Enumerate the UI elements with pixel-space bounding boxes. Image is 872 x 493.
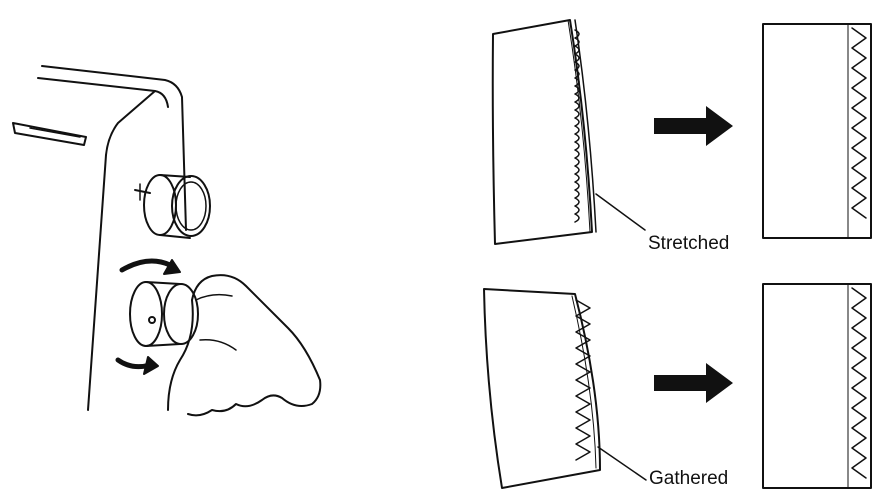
machine-frame-inner bbox=[38, 78, 168, 107]
gathered-seam-before bbox=[484, 289, 600, 488]
stretched-callout-line bbox=[596, 194, 645, 230]
stretched-label: Stretched bbox=[648, 233, 729, 254]
machine-frame bbox=[42, 66, 186, 230]
gathered-callout-line bbox=[598, 447, 646, 480]
machine-slot bbox=[13, 123, 86, 145]
stretched-seam-before bbox=[493, 20, 596, 244]
stretched-seam-after bbox=[763, 24, 871, 238]
machine-illustration bbox=[13, 66, 320, 415]
lower-dial-knob bbox=[130, 282, 198, 346]
upper-dial-knob bbox=[135, 175, 210, 238]
gathered-seam-after bbox=[763, 284, 871, 488]
curved-arrow-icon bbox=[118, 260, 180, 374]
hand bbox=[168, 275, 320, 415]
right-arrow-icon bbox=[654, 363, 733, 403]
gathered-label: Gathered bbox=[649, 468, 728, 489]
right-arrow-icon bbox=[654, 106, 733, 146]
